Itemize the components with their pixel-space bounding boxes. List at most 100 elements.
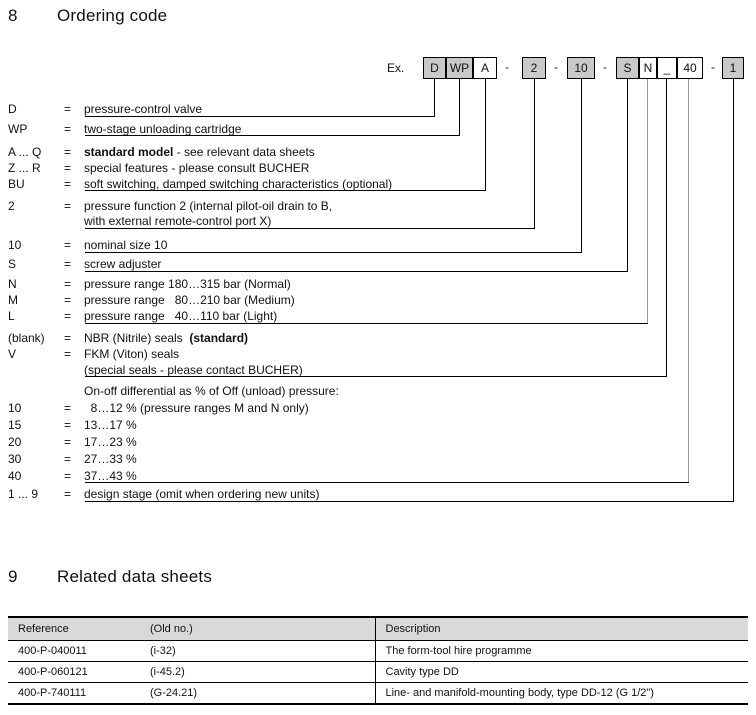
code-description: 8…12 % (pressure ranges M and N only) [84,401,309,415]
code-value: L [8,309,15,323]
related-data-sheets-table: Reference(Old no.)Description 400-P-0400… [8,616,748,705]
ordering-code-row: On-off differential as % of Off (unload)… [0,384,756,400]
code-description: pressure function 2 (internal pilot-oil … [84,199,333,213]
code-description: 37…43 % [84,469,137,483]
code-separator-dash: - [505,60,509,74]
connector-horizontal-line [85,116,435,117]
ordering-code-row: 15 = 13…17 % [0,418,756,434]
equals-sign: = [64,469,72,483]
code-description: special features - please consult BUCHER [84,161,310,175]
code-box-N: N [639,57,657,79]
code-box-_: _ [657,57,677,79]
code-description: 17…23 % [84,435,137,449]
code-value: A ... Q [8,145,42,159]
code-box-2: 2 [522,57,546,79]
connector-vertical-line [688,79,689,482]
code-value: N [8,277,17,291]
ordering-code-row: V=FKM (Viton) seals [0,347,756,363]
equals-sign: = [64,257,72,271]
code-value: 40 [8,469,22,483]
equals-sign: = [64,161,72,175]
code-description: FKM (Viton) seals [84,347,180,361]
connector-horizontal-line [85,190,486,191]
code-value: V [8,347,17,361]
code-value: (blank) [8,331,45,345]
table-row: 400-P-040011(i-32)The form-tool hire pro… [8,640,748,662]
connector-vertical-line [581,79,582,252]
code-description: screw adjuster [84,257,162,271]
ordering-code-row: with external remote-control port X) [0,214,756,230]
ordering-code-row: 1 ... 9=design stage (omit when ordering… [0,487,756,503]
code-value: M [8,293,18,307]
connector-vertical-line [666,79,667,376]
table-header-cell: Description [374,617,748,641]
ordering-code-row: A ... Q = standard model - see relevant da… [0,145,756,161]
ordering-code-row: (blank) = NBR (Nitrile) seals (standard) [0,331,756,347]
connector-vertical-line [459,79,460,135]
code-description: 13…17 % [84,418,137,432]
section-9-heading: 9 Related data sheets [0,567,212,647]
table-header-cell: (Old no.) [140,617,375,641]
code-value: 10 [8,401,22,415]
code-box-A: A [473,57,497,79]
code-description: two-stage unloading cartridge [84,122,242,136]
connector-horizontal-line [85,228,535,229]
ordering-code-row: 40 = 37…43 % [0,469,756,485]
ordering-code-row: D=pressure-control valve [0,102,756,118]
table-cell: (i-32) [140,640,375,662]
code-description: pressure-control valve [84,102,203,116]
code-value: 30 [8,452,22,466]
code-description: standard model - see relevant data sheet… [84,145,315,159]
code-value: 15 [8,418,22,432]
section-8-title: Ordering code [57,6,168,25]
ordering-code-row: 10 = nominal size 10 [0,238,756,254]
table-cell: 400-P-740111 [8,682,140,705]
code-description: with external remote-control port X) [84,214,272,228]
equals-sign: = [64,277,72,291]
table-cell: Line- and manifold-mounting body, type D… [374,682,748,705]
equals-sign: = [64,199,72,213]
connector-horizontal-line [85,376,667,377]
ordering-code-row: Z ... R = special features - please consul… [0,161,756,177]
section-8-number: 8 [8,6,18,25]
equals-sign: = [64,238,72,252]
code-value: 10 [8,238,22,252]
table-cell: (i-45.2) [140,661,375,683]
ordering-code-row: BU=soft switching, damped switching char… [0,177,756,193]
section-8-heading: 8 Ordering code [0,6,167,86]
ordering-code-row: 30=27…33 % [0,452,756,468]
ordering-code-row: 2 = pressure function 2 (internal pilot-oi… [0,199,756,215]
connector-horizontal-line [85,135,460,136]
code-description: On-off differential as % of Off (unload)… [84,384,339,398]
ordering-code-row: S = screw adjuster [0,257,756,273]
code-value: WP [8,122,28,136]
table-row: 400-P-740111(G-24.21)Line- and manifold-… [8,682,748,705]
ordering-code-row: 10= 8…12 % (pressure ranges M and N only… [0,401,756,417]
equals-sign: = [64,331,72,345]
code-box-D: D [423,57,446,79]
table-header-row: Reference(Old no.)Description [8,617,748,641]
connector-vertical-line [647,79,648,323]
code-value: S [8,257,17,271]
code-description: pressure range 80…210 bar (Medium) [84,293,295,307]
equals-sign: = [64,435,72,449]
equals-sign: = [64,177,72,191]
code-description: soft switching, damped switching charact… [84,177,393,191]
table-row: 400-P-060121(i-45.2)Cavity type DD [8,661,748,683]
code-description: nominal size 10 [84,238,168,252]
equals-sign: = [64,145,72,159]
example-label: Ex. [387,61,405,75]
code-description: pressure range 180…315 bar (Normal) [84,277,291,291]
code-value: Z ... R [8,161,41,175]
equals-sign: = [64,418,72,432]
table-cell: 400-P-060121 [8,661,140,683]
section-9-title: Related data sheets [57,567,213,586]
table-cell: 400-P-040011 [8,640,140,662]
code-description: (special seals - please contact BUCHER) [84,363,303,377]
ordering-code-row: L=pressure range 40…110 bar (Light) [0,309,756,325]
equals-sign: = [64,122,72,136]
code-description: NBR (Nitrile) seals (standard) [84,331,249,345]
code-value: 2 [8,199,15,213]
section-9-number: 9 [8,567,18,586]
